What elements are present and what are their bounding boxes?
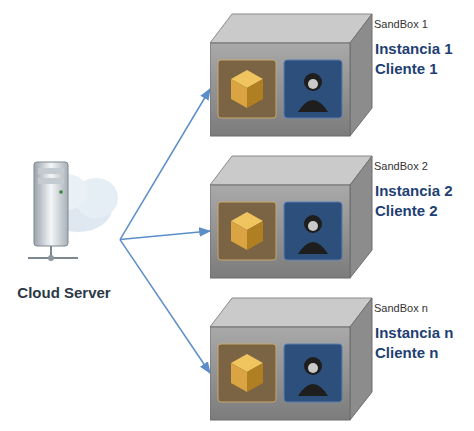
client-icon	[298, 242, 328, 254]
client-box	[284, 60, 342, 118]
connector-arrow	[120, 240, 210, 373]
connector-arrow	[120, 231, 210, 240]
client-icon	[304, 357, 322, 375]
instance-icon	[247, 221, 263, 250]
client-box	[284, 202, 342, 260]
instance-client-label: Instancia n Cliente n	[375, 323, 470, 363]
server-tower	[34, 162, 68, 246]
instance-icon	[231, 79, 247, 108]
drive-bay	[38, 178, 64, 184]
server-node: Cloud Server	[8, 150, 120, 310]
cube-side	[350, 156, 372, 278]
cube-front	[210, 185, 350, 278]
cube-front	[210, 327, 350, 420]
client-icon	[304, 215, 322, 233]
sandbox-label: SandBox 2	[374, 160, 428, 172]
sandbox-label: SandBox 1	[374, 18, 428, 30]
client-icon	[308, 221, 318, 231]
cube-top	[210, 14, 372, 43]
sandbox-cube	[210, 292, 374, 424]
cube-front	[210, 43, 350, 136]
instance-client-label: Instancia 1 Cliente 1	[375, 39, 470, 79]
cube-side	[350, 298, 372, 420]
instance-box	[218, 60, 276, 118]
cube-top	[210, 298, 372, 327]
sandbox-label: SandBox n	[374, 302, 428, 314]
network-hub	[48, 255, 54, 261]
client-icon	[308, 79, 318, 89]
client-icon	[298, 384, 328, 396]
instance-icon	[231, 363, 247, 392]
status-led	[59, 190, 63, 194]
sandbox-node: SandBox 2 Instancia 2 Cliente 2	[210, 150, 472, 282]
sandbox-cube	[210, 8, 374, 140]
sandbox-node: SandBox 1 Instancia 1 Cliente 1	[210, 8, 472, 140]
client-icon	[308, 363, 318, 373]
sandbox-node: SandBox n Instancia n Cliente n	[210, 292, 472, 424]
server-icon	[8, 150, 120, 280]
cube-top	[210, 156, 372, 185]
drive-bay	[38, 168, 64, 174]
client-box	[284, 344, 342, 402]
instance-icon	[247, 79, 263, 108]
instance-box	[218, 344, 276, 402]
connector-arrow	[120, 89, 210, 240]
instance-icon	[231, 221, 247, 250]
instance-box	[218, 202, 276, 260]
client-icon	[304, 73, 322, 91]
instance-icon	[247, 363, 263, 392]
instance-client-label: Instancia 2 Cliente 2	[375, 181, 470, 221]
client-icon	[298, 100, 328, 112]
server-label: Cloud Server	[8, 284, 120, 301]
sandbox-cube	[210, 150, 374, 282]
cube-side	[350, 14, 372, 136]
